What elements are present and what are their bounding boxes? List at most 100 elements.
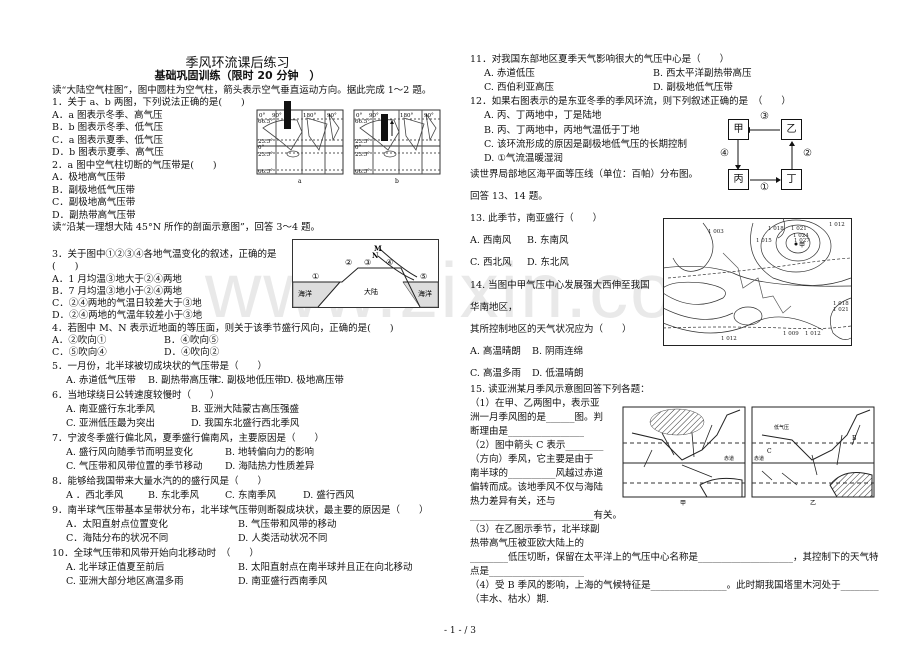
- question-line: 读“大陆空气柱图”，图中圆柱为空气柱，箭头表示空气垂直运动方向。据此完成 1～2…: [52, 85, 432, 96]
- svg-text:23.5°: 23.5°: [258, 139, 273, 145]
- svg-text:23.5°: 23.5°: [258, 152, 273, 158]
- svg-text:66.5°: 66.5°: [355, 119, 370, 125]
- question-line: 4．若图中 M、N 表示近地面的等压面，则关于该季节盛行风向，正确的是( ): [52, 322, 394, 334]
- question-line: B．7 月均温③地小于②④两地: [52, 285, 183, 297]
- box-yi: 乙: [781, 119, 802, 140]
- map-b-label: b: [395, 178, 399, 185]
- question-line: 断理由是________________: [470, 426, 585, 437]
- question-line: A．1 月均温③地大于②④两地: [52, 273, 182, 285]
- question-line: 其所控制地区的天气状况应为（ ）: [470, 323, 632, 335]
- svg-text:1 009: 1 009: [783, 331, 799, 337]
- svg-text:180°: 180°: [400, 113, 413, 119]
- svg-text:66.5°: 66.5°: [258, 169, 273, 175]
- answer-option: D. 人类活动状况不同: [238, 533, 328, 545]
- svg-text:1 021: 1 021: [791, 226, 807, 232]
- svg-text:0°: 0°: [259, 113, 265, 119]
- question-line: 点是____________________: [470, 566, 585, 577]
- svg-text:③: ③: [364, 258, 371, 267]
- answer-option: B. 阴雨连绵: [532, 345, 584, 357]
- svg-text:1 018: 1 018: [768, 226, 784, 232]
- question-line: （2）图中箭头 C 表示________: [470, 440, 604, 451]
- monsoon-maps-figure: 赤道 甲 低气压 赤道 C B 乙: [622, 406, 875, 507]
- answer-option: D. 副极地低气压带: [653, 82, 733, 94]
- arrow-label-2: ②: [803, 148, 812, 159]
- answer-option: C. 西北风: [470, 257, 512, 269]
- map-jia-label: 甲: [680, 500, 686, 507]
- answer-option: C. 高温多雨: [470, 367, 521, 379]
- map-yi: 低气压 赤道 C B 乙: [751, 406, 875, 507]
- svg-text:N: N: [372, 251, 379, 260]
- svg-text:1 012: 1 012: [829, 222, 845, 228]
- svg-text:海洋: 海洋: [298, 289, 312, 298]
- question-line: 11．对我国东部地区夏季天气影响很大的气压中心是（ ）: [470, 54, 730, 65]
- question-line: __________________________有关。: [470, 510, 623, 521]
- svg-text:海洋: 海洋: [418, 289, 432, 298]
- question-line: 南半球的__________风越过赤道: [470, 468, 604, 479]
- question-line: 10．全球气压带和风带开始向北移动时 （ ）: [52, 547, 259, 559]
- svg-text:大陆: 大陆: [364, 287, 378, 296]
- question-line: 12．如果右图表示的是东亚冬季的季风环流，则下列叙述正确的是 （ ）: [470, 96, 791, 108]
- answer-option: D．④吹向②: [164, 347, 220, 358]
- answer-option: A. 南亚盛行东北季风: [66, 404, 155, 416]
- answer-option: A. 赤道低气压带: [66, 375, 136, 387]
- answer-option: A. 西南风: [470, 235, 512, 247]
- svg-text:甲: 甲: [799, 242, 805, 249]
- question-line: C．a 图表示夏季、低气压: [52, 134, 163, 146]
- answer-option: A. 赤道低压: [484, 68, 535, 80]
- svg-text:90°: 90°: [369, 113, 379, 119]
- answer-option: B. 亚洲大陆蒙古高压强盛: [191, 404, 300, 416]
- air-column-figure: 0°90°180°90° 66.5°23.5°0°23.5°66.5° a 0°…: [256, 101, 441, 185]
- svg-text:0°: 0°: [355, 145, 361, 151]
- answer-option: C. 亚洲低压最为突出: [66, 418, 155, 430]
- svg-text:1 012: 1 012: [721, 336, 737, 342]
- svg-text:23.5°: 23.5°: [355, 139, 370, 145]
- svg-text:低气压: 低气压: [774, 424, 789, 431]
- arrow-label-3: ③: [760, 111, 769, 122]
- question-line: ( ): [52, 261, 79, 273]
- page-number: - 1 - / 3: [444, 626, 477, 636]
- question-line: C．②④两地的气温日较差大于③地: [52, 298, 202, 309]
- box-jia: 甲: [728, 119, 749, 140]
- svg-text:0°: 0°: [258, 145, 264, 151]
- answer-option: D. 低温晴朗: [532, 367, 584, 379]
- question-line: （4）受 B 季风的影响，上海的气候特征是________________。此时…: [470, 580, 879, 591]
- answer-option: D. 盛行西风: [303, 490, 355, 502]
- question-line: （方向）季风，它主要是由于: [470, 454, 594, 465]
- page-title: 季风环流课后练习: [185, 56, 290, 71]
- map-yi-label: 乙: [810, 500, 816, 507]
- question-line: （丰水、枯水）期.: [470, 594, 550, 605]
- question-line: ________低压切断，保留在太平洋上的气压中心名称是____________…: [470, 552, 879, 563]
- answer-option: A. 高温晴朗: [470, 345, 521, 357]
- answer-option: A ．西北季风: [66, 490, 124, 502]
- svg-text:1 012: 1 012: [805, 331, 821, 337]
- question-line: 15. 读亚洲某月季风示意图回答下列各题：: [470, 384, 650, 395]
- answer-option: C. 亚洲大部分地区高温多雨: [66, 576, 184, 588]
- box-ding: 丁: [781, 169, 802, 190]
- answer-option: C. 气压带和风带位置的季节移动: [66, 461, 203, 473]
- question-line: （1）在甲、乙两图中，表示亚: [470, 398, 600, 409]
- answer-option: B. 太阳直射点在南半球并且正在向北移动: [238, 561, 413, 573]
- answer-option: A. 北半球正值夏至前后: [66, 561, 165, 573]
- question-line: 14. 当图中甲气压中心发展强大西伸至我国: [470, 279, 650, 291]
- map-a: 0°90°180°90° 66.5°23.5°0°23.5°66.5° a: [256, 101, 344, 185]
- svg-text:1 003: 1 003: [708, 229, 724, 235]
- svg-text:①: ①: [312, 272, 319, 281]
- question-line: 8．能够给我国带来大量水汽的的盛行风是（ ）: [52, 475, 268, 487]
- answer-option: C. 西伯利亚高压: [484, 82, 554, 94]
- continent-profile-figure: M N ① ② ③ ④ ⑤ 海洋 大陆 海洋: [292, 239, 439, 308]
- svg-text:赤道: 赤道: [724, 455, 734, 462]
- answer-option: D. 我国东北盛行西北季风: [191, 418, 300, 430]
- question-line: D. ①气流温暖湿润: [484, 152, 563, 164]
- air-column-a: [284, 101, 291, 129]
- question-line: 2．a 图中空气柱切断的气压带是( ): [52, 159, 217, 171]
- answer-option: C. 副极地低压带: [214, 375, 284, 387]
- question-line: 回答 13、14 题。: [470, 191, 548, 203]
- question-line: C. 该环流形成的原因是副极地低气压的长期控制: [484, 138, 687, 150]
- map-jia: 赤道 甲: [622, 406, 746, 507]
- svg-text:66.5°: 66.5°: [355, 169, 370, 175]
- svg-text:1 015: 1 015: [756, 238, 772, 244]
- answer-option: B. 东北季风: [148, 490, 200, 502]
- answer-option: B. 西太平洋副热带高压: [653, 68, 752, 80]
- svg-text:90°: 90°: [424, 113, 434, 119]
- svg-text:1 024: 1 024: [793, 233, 809, 239]
